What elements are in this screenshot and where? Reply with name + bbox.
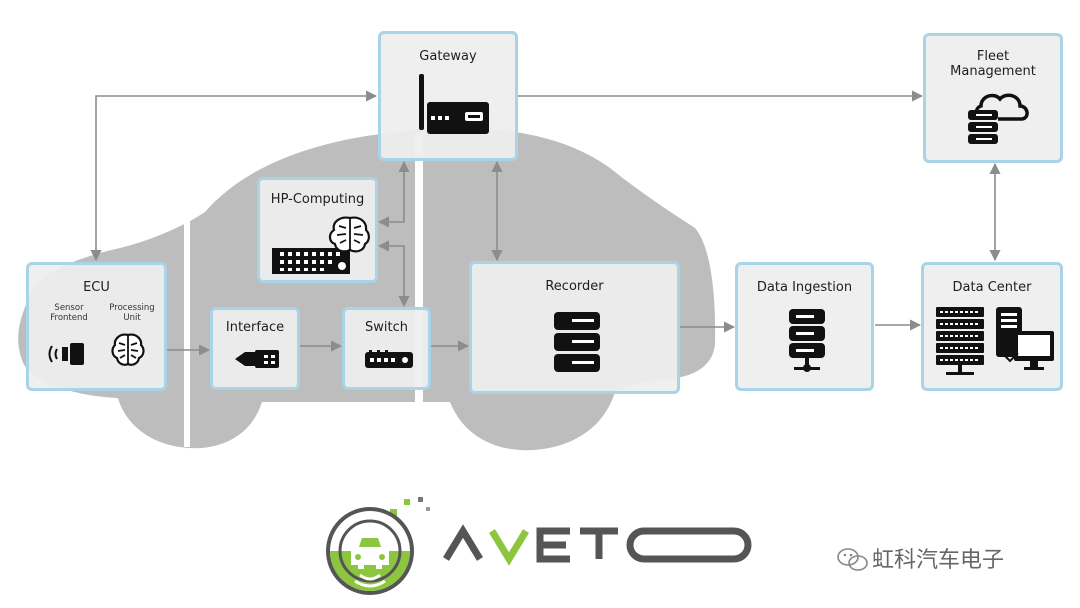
server-stack-icon — [554, 312, 600, 372]
watermark-text: 虹科汽车电子 — [872, 548, 1005, 573]
data-center-icon — [936, 307, 1054, 375]
node-label: HP-Computing — [270, 192, 365, 207]
usb-plug-icon — [235, 350, 279, 368]
node-data-center: Data Center — [921, 262, 1063, 391]
node-label: Gateway — [419, 49, 477, 64]
sensor-frontend-label: Sensor Frontend — [50, 303, 88, 323]
node-label: Interface — [225, 320, 285, 335]
arrow-hpcomputing-switch — [377, 240, 410, 308]
node-hp-computing: HP-Computing — [257, 177, 378, 283]
node-data-ingestion: Data Ingestion — [735, 262, 874, 391]
node-label: Data Ingestion — [756, 280, 853, 295]
database-server-icon — [789, 309, 825, 372]
node-gateway: Gateway — [378, 31, 518, 161]
network-switch-icon — [365, 350, 413, 368]
node-recorder: Recorder — [469, 261, 680, 394]
aveto-logo: AVETO — [322, 495, 762, 595]
node-fleet-management: Fleet Management — [923, 33, 1063, 163]
workstation-icon — [996, 307, 1054, 370]
node-label: Recorder — [545, 279, 604, 294]
logo-graphic — [326, 497, 752, 595]
gateway-router-icon — [419, 74, 489, 134]
node-ecu: ECU Sensor Frontend Processing Unit — [26, 262, 167, 391]
node-label: Fleet Management — [950, 49, 1036, 79]
node-interface: Interface — [210, 307, 300, 390]
arrow-gateway-hpcomputing — [377, 160, 410, 228]
node-label: ECU — [83, 280, 110, 295]
node-switch: Switch — [342, 307, 431, 390]
computing-unit-icon — [272, 216, 370, 274]
node-label: Data Center — [952, 280, 1032, 295]
sensor-icon — [48, 343, 84, 365]
processing-unit-label: Processing Unit — [109, 303, 155, 323]
arrow-gateway-ecu — [90, 90, 378, 262]
wechat-icon — [837, 548, 868, 571]
connectors — [90, 90, 1001, 356]
cloud-server-icon — [968, 93, 1029, 144]
brain-icon — [111, 333, 145, 366]
node-label: Switch — [365, 320, 408, 335]
